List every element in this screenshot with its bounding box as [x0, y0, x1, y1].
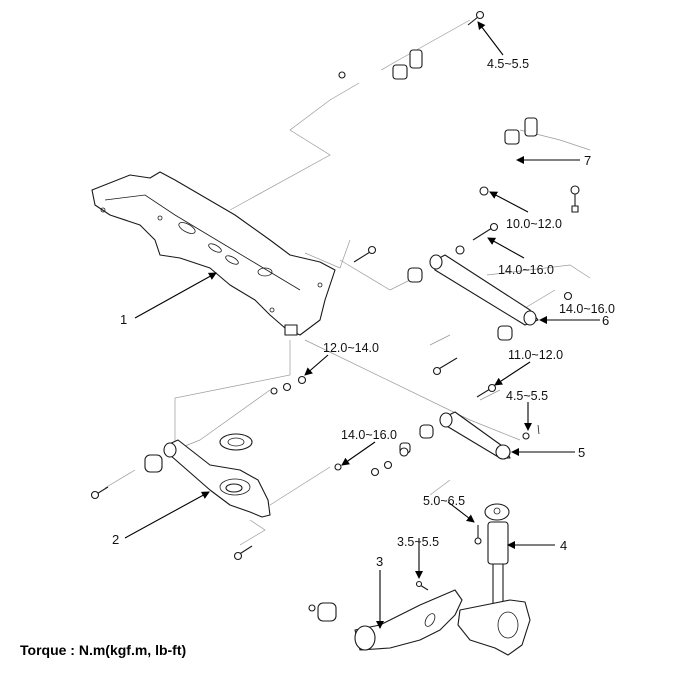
upper-arm — [407, 245, 573, 341]
torque-label-stabilizer-bracket: 4.5~5.5 — [487, 57, 530, 71]
torque-label-assist-arm-bolt: 11.0~12.0 — [508, 348, 564, 362]
trailing-arm — [308, 580, 463, 651]
torque-label-assist-arm-nut: 4.5~5.5 — [506, 389, 549, 403]
crossmember-bolt — [353, 245, 377, 263]
part-number-leaders — [124, 156, 600, 629]
part-number-1: 1 — [120, 312, 128, 327]
assist-arm — [399, 383, 540, 460]
part-number-3: 3 — [376, 554, 384, 569]
stabilizer-bar — [338, 49, 538, 171]
torque-label-shock-bolt: 5.0~6.5 — [423, 494, 466, 508]
torque-units-note: Torque : N.m(kgf.m, lb-ft) — [20, 642, 187, 658]
torque-label-lower-arm-nut: 14.0~16.0 — [341, 428, 397, 442]
part-number-5: 5 — [578, 445, 586, 460]
upper-arm-bolts — [432, 222, 499, 376]
torque-label-upper-arm-nut: 14.0~16.0 — [559, 302, 615, 316]
crossmember — [91, 171, 336, 336]
lower-arm — [90, 433, 271, 561]
torque-leaders — [304, 21, 532, 579]
stabilizer-link — [479, 185, 580, 213]
torque-label-crossmember-nut: 12.0~14.0 — [323, 341, 379, 355]
part-number-6: 6 — [602, 313, 610, 328]
lower-arm-nuts — [334, 447, 409, 477]
part-number-7: 7 — [584, 153, 592, 168]
part-number-2: 2 — [112, 532, 120, 547]
assembly-guide-lines — [104, 19, 591, 546]
crossmember-nuts — [270, 375, 307, 395]
torque-label-upper-arm-bolt: 14.0~16.0 — [498, 263, 554, 277]
torque-label-stabilizer-link: 10.0~12.0 — [506, 217, 562, 231]
knuckle — [457, 599, 531, 656]
stabilizer-bracket-bolt — [467, 10, 485, 26]
torque-label-trailing-arm-bolt: 3.5~5.5 — [397, 535, 440, 549]
part-number-4: 4 — [560, 538, 568, 553]
